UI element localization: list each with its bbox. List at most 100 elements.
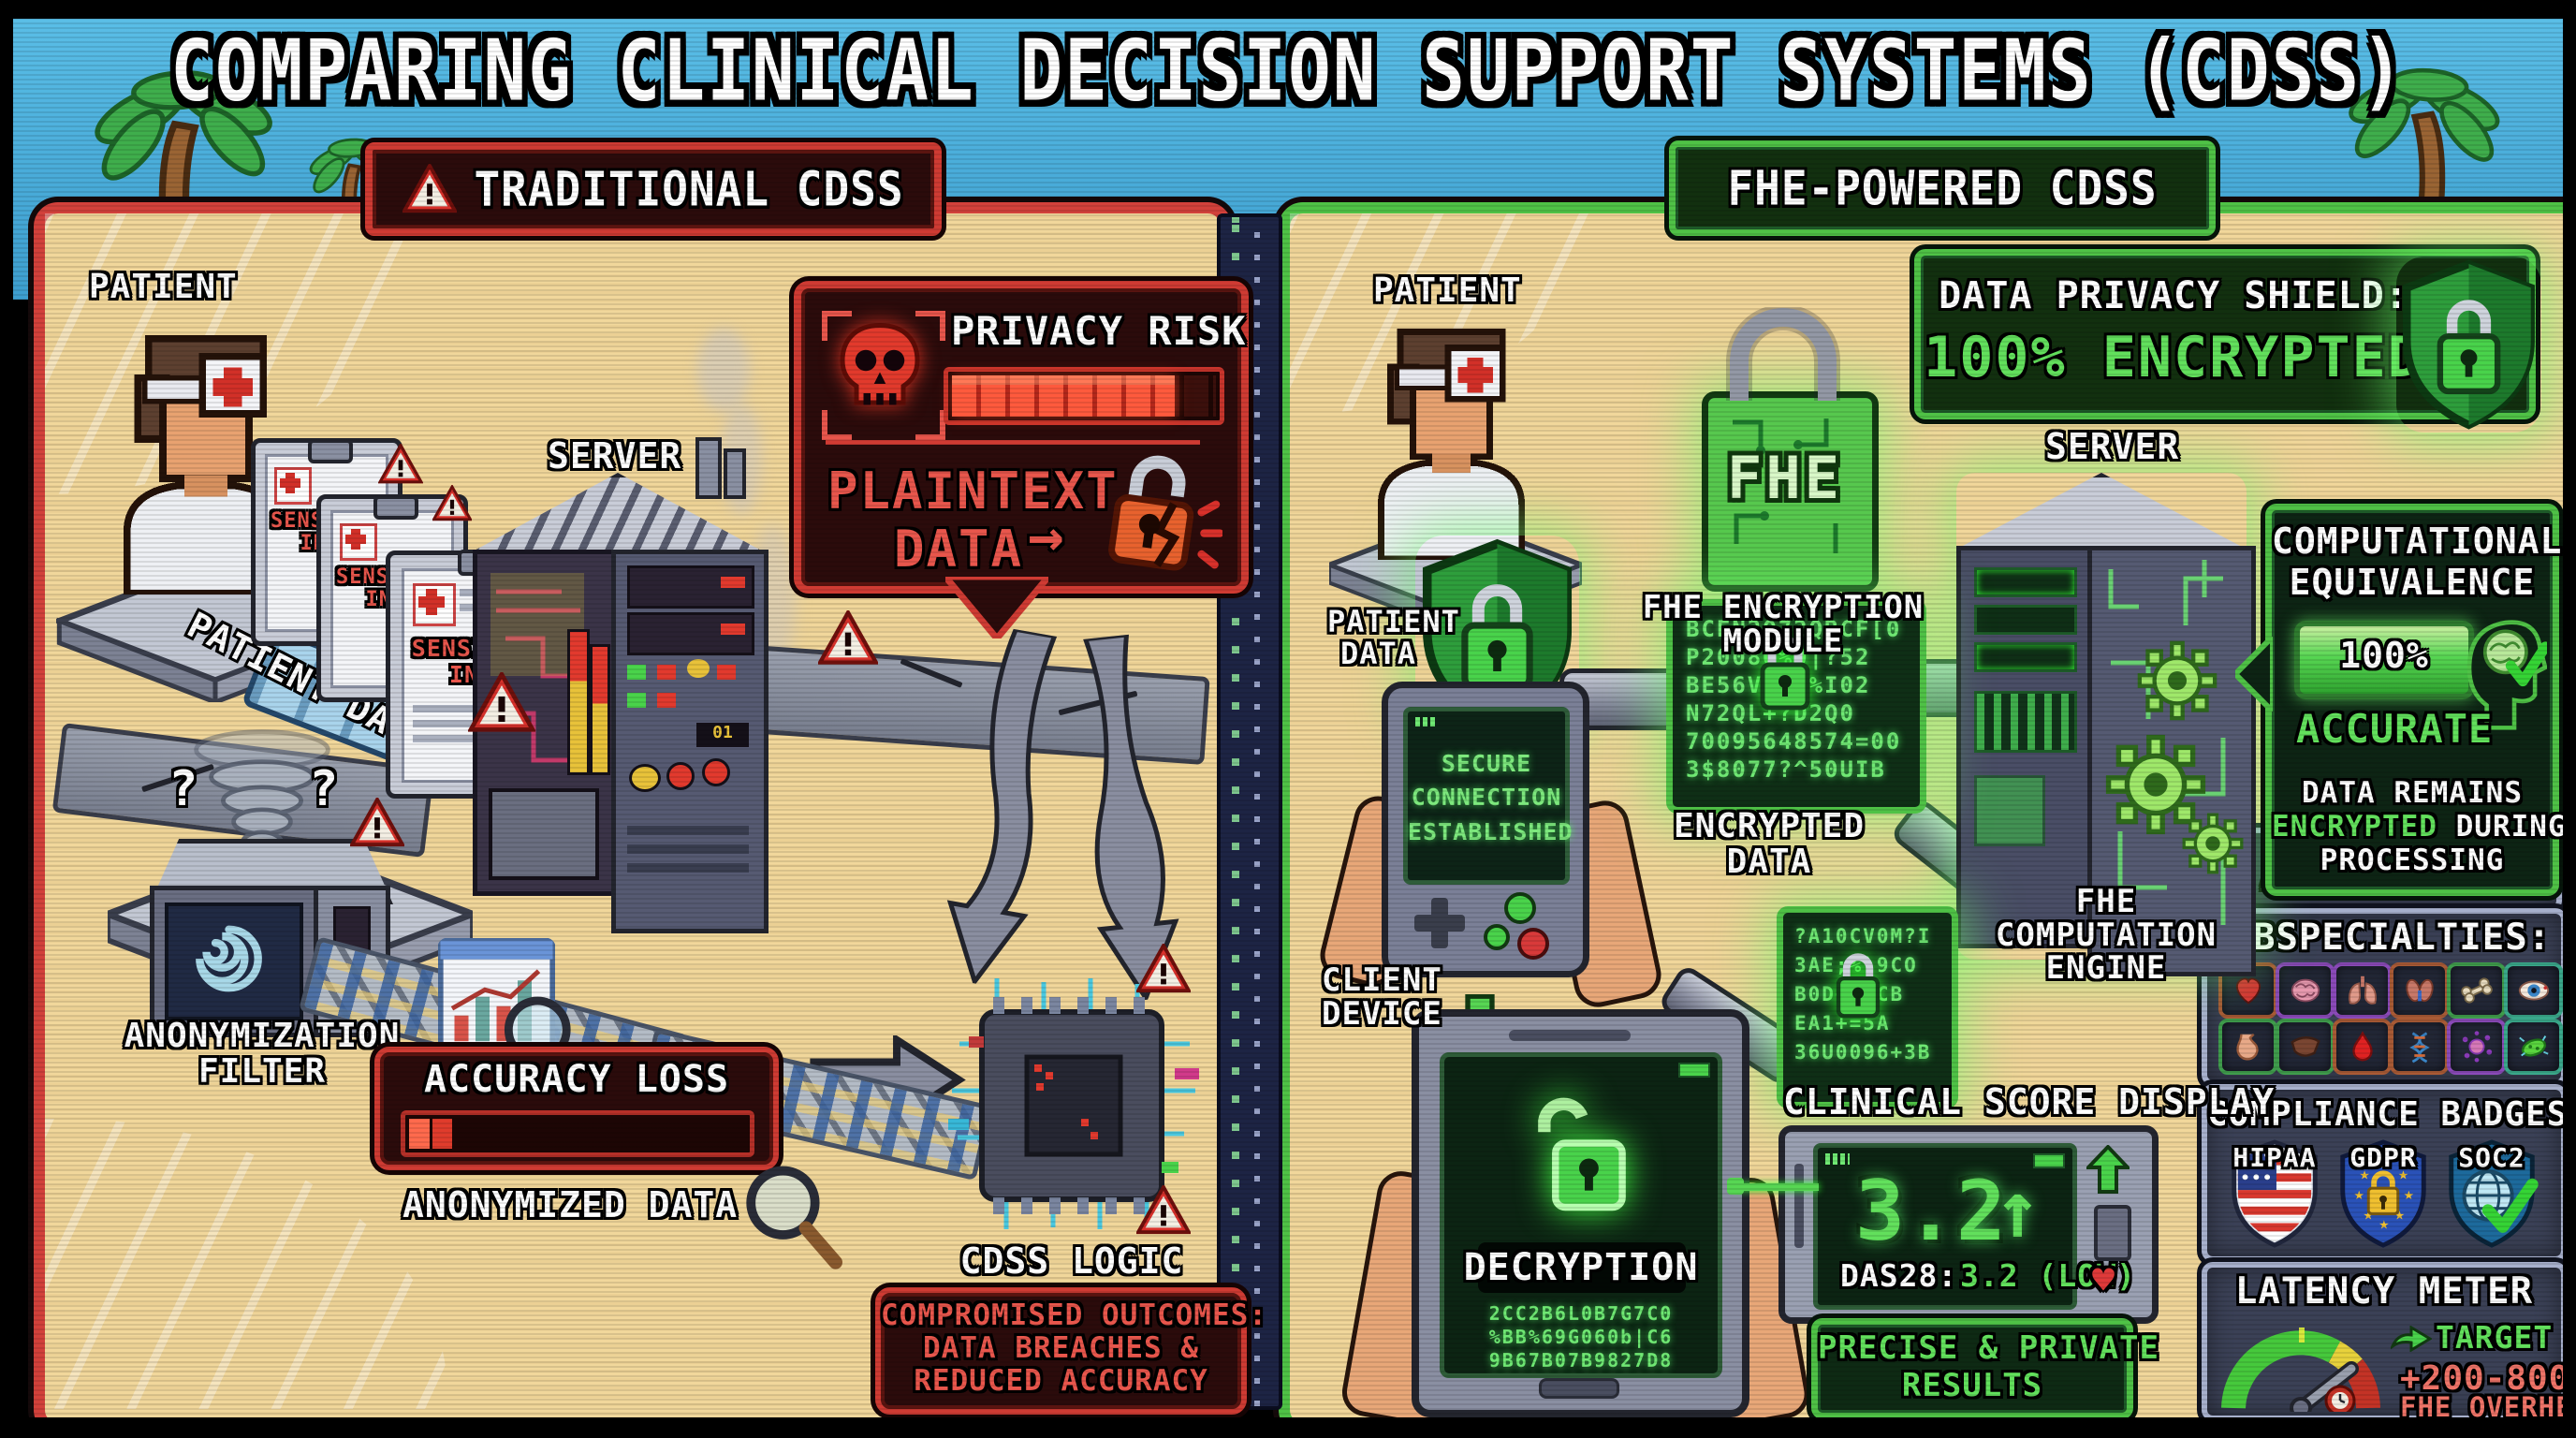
button-red	[1517, 928, 1549, 960]
patient-avatar	[1355, 318, 1547, 560]
cipher-line: 3$8077?^50UIB	[1686, 756, 1886, 783]
latency-gauge-icon	[2221, 1328, 2380, 1412]
privacy-shield-line2: 100% ENCRYPTED	[1924, 325, 2423, 390]
heart-icon: ♥	[2092, 1259, 2116, 1302]
subspecialty-stomach	[2218, 1019, 2277, 1075]
dpad	[1414, 898, 1465, 948]
compliance-title: COMPLIANCE BADGES	[2207, 1095, 2569, 1134]
broken-lock-icon	[1091, 449, 1222, 580]
magnifier-icon	[739, 1159, 842, 1269]
cdss-logic-label: CDSS LOGIC	[959, 1240, 1184, 1282]
cipher-line: 9B67B07B9827D8	[1488, 1349, 1674, 1372]
cipher-line: %BB%69G060b|C6	[1488, 1326, 1674, 1348]
warning-icon	[468, 672, 535, 734]
dna-icon	[2408, 1032, 2430, 1064]
outcomes-line3: REDUCED ACCURACY	[914, 1364, 1208, 1398]
equiv-note2: ENCRYPTED DURING	[2272, 810, 2567, 844]
bezel-top	[0, 0, 2576, 19]
lock-icon	[1832, 946, 1884, 1023]
bacteria-icon	[2518, 1035, 2549, 1057]
subspecialty-lungs	[2333, 962, 2392, 1019]
cipher-line: 2CC2B6L0B7G7C0	[1488, 1302, 1674, 1325]
decryption-pill	[1478, 1242, 1686, 1293]
soc2-label: SOC2	[2458, 1142, 2525, 1173]
score-up-arrow: ↑	[1994, 1164, 2042, 1255]
fhe-lock-label: FHE	[1727, 444, 1843, 512]
score-screen: 3.2 ↑ DAS28: 3.2 (LOW)	[1813, 1143, 2135, 1310]
kidneys-icon	[2405, 978, 2434, 1003]
cipher-line: 36U0096+3B	[1794, 1041, 1932, 1064]
connector-dot	[1727, 1178, 1744, 1195]
warning-icon	[1136, 944, 1191, 994]
score-value: 3.2	[1855, 1163, 2007, 1259]
side-button	[2094, 1205, 2131, 1261]
latency-overhead-label: FHE OVERHEAD	[2400, 1391, 2576, 1423]
arrow-right-icon: →	[1028, 502, 1065, 571]
smoke	[697, 328, 750, 412]
accuracy-loss-bar	[401, 1110, 754, 1157]
subspecialty-cell	[2447, 1019, 2506, 1075]
privacy-risk-bar	[944, 367, 1224, 425]
unlocked-lock-icon	[1530, 1083, 1633, 1225]
clinical-score-label: CLINICAL SCORE DISPLAY	[1783, 1081, 2276, 1123]
subspecialty-dna	[2390, 1019, 2449, 1075]
decryption-label: DECRYPTION	[1463, 1246, 1699, 1289]
privacy-risk-box: PRIVACY RISK PLAINTEXT DATA →	[794, 281, 1249, 594]
bezel-bottom	[0, 1417, 2576, 1438]
bezel-right	[2563, 0, 2576, 1438]
bezel-left	[0, 0, 13, 1438]
privacy-risk-tail	[945, 577, 1048, 638]
up-arrow-icon	[2086, 1145, 2130, 1194]
subspecialty-kidneys	[2390, 962, 2449, 1019]
warning-icon	[818, 610, 878, 667]
compliance-box: COMPLIANCE BADGES HIPAA GDPR SOC2	[2202, 1084, 2567, 1262]
cipher-line: 2BC27G9C296062	[1444, 1372, 1718, 1373]
brain-icon	[2291, 978, 2320, 1003]
cell-icon	[2462, 1031, 2492, 1063]
computational-equivalence-box: COMPUTATIONAL EQUIVALENCE 100% ACCURATE …	[2265, 504, 2567, 896]
plaintext-data-label: PLAINTEXT DATA	[827, 462, 1119, 580]
server-label-left: SERVER	[548, 435, 682, 477]
subspecialty-bacteria	[2504, 1019, 2563, 1075]
outcomes-line1: COMPROMISED OUTCOMES:	[881, 1299, 1267, 1332]
subspecialty-liver	[2276, 1019, 2334, 1075]
server-label-right: SERVER	[2045, 426, 2180, 467]
green-arrow-icon	[2391, 1326, 2432, 1352]
subspecialty-eye	[2504, 962, 2563, 1019]
server-window	[473, 550, 621, 896]
fhe-header-label: FHE-POWERED CDSS	[1727, 160, 2158, 216]
equiv-tail	[2235, 637, 2273, 712]
latency-overhead-value: +200-800ms	[2400, 1359, 2576, 1398]
subspecialty-brain	[2276, 962, 2334, 1019]
server-tower-traditional: 01	[473, 437, 768, 933]
score-phone: 3.2 ↑ DAS28: 3.2 (LOW) ♥	[1778, 1125, 2159, 1324]
tablet-screen: DECRYPTION 2CC2B6L0B7G7C0 %BB%69G060b|C6…	[1440, 1052, 1722, 1378]
hipaa-label: HIPAA	[2232, 1142, 2317, 1173]
outcomes-line2: DATA BREACHES &	[923, 1331, 1199, 1365]
question-mark: ?	[309, 761, 340, 817]
warning-icon	[1136, 1185, 1191, 1236]
fhe-lock-icon	[1702, 391, 1879, 592]
results-box: PRECISE & PRIVATE RESULTS	[1811, 1318, 2159, 1419]
traditional-header: TRADITIONAL CDSS	[365, 142, 942, 236]
subspecialties-title: SUBSPECIALTIES: 14	[2207, 917, 2576, 959]
score-name: DAS28:	[1840, 1257, 1958, 1294]
equiv-title1: COMPUTATIONAL	[2272, 521, 2563, 562]
warning-icon	[378, 444, 423, 485]
equiv-100-label: 100%	[2339, 635, 2429, 676]
liver-icon	[2290, 1036, 2320, 1057]
gdpr-label: GDPR	[2349, 1142, 2417, 1173]
equiv-accurate: ACCURATE	[2296, 706, 2494, 752]
encrypted-result-block: ?A10CV0M?I 3AE;%)9CO B0D+!8CB EA1+=5A 36…	[1777, 906, 1958, 1108]
warning-icon	[432, 485, 472, 522]
cipher-line: ?A10CV0M?I	[1794, 925, 1932, 947]
eye-icon	[2518, 980, 2549, 1001]
button-green	[1504, 892, 1536, 924]
connector-line	[1734, 1183, 1819, 1191]
privacy-shield-line1: DATA PRIVACY SHIELD:	[1939, 274, 2408, 317]
